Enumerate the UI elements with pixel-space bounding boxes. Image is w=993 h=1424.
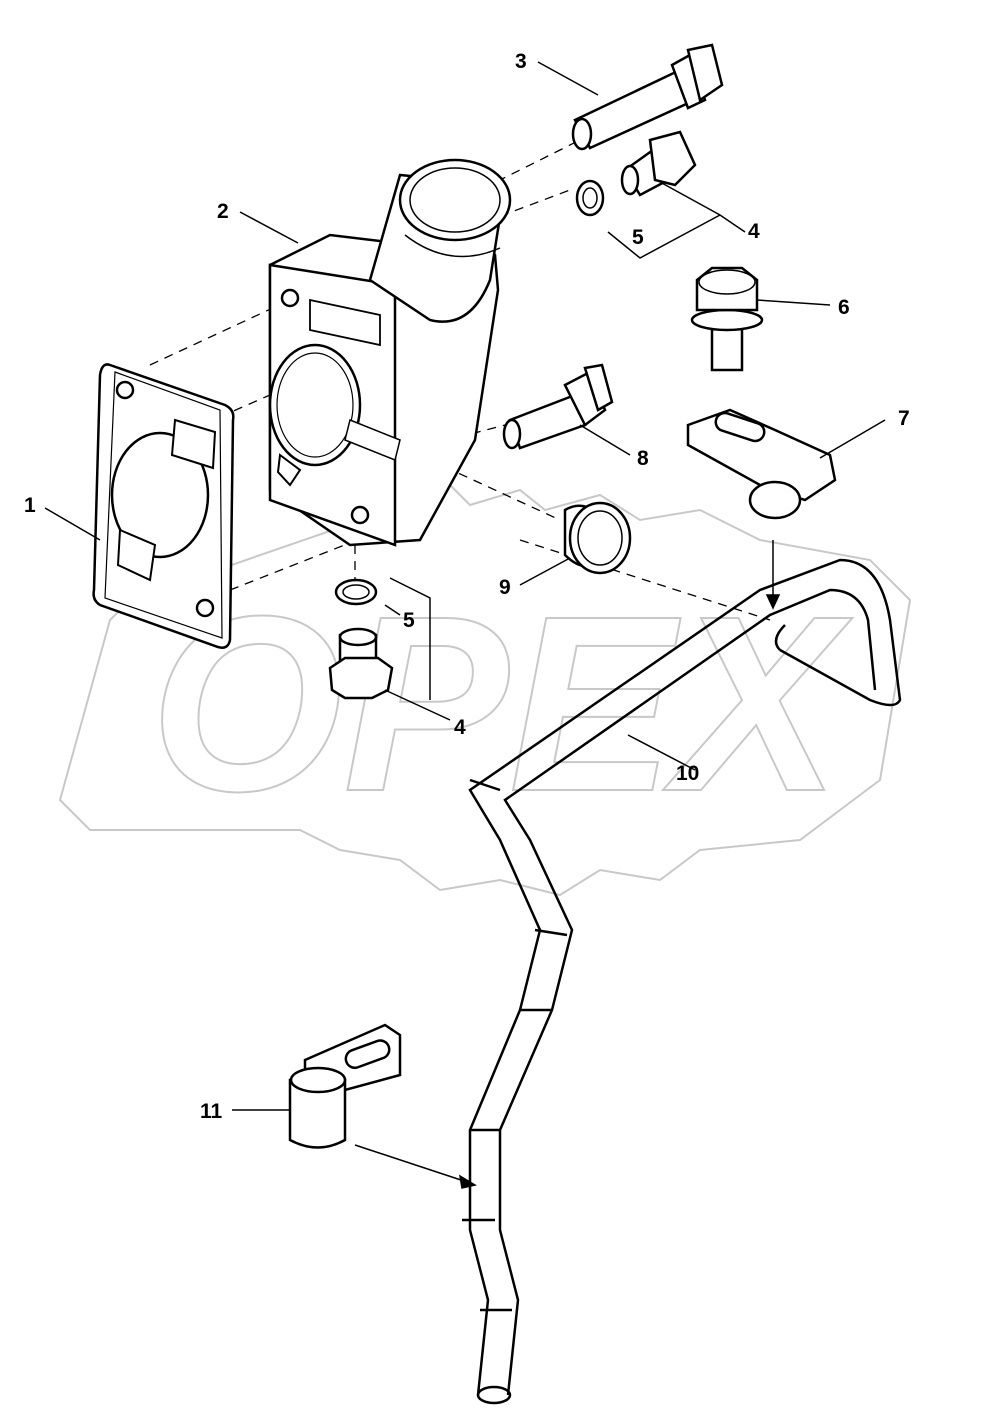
- seal-ring-lower-part: [334, 578, 378, 606]
- callout-1: 1: [24, 494, 36, 517]
- callout-2: 2: [217, 200, 229, 223]
- watermark-text: OPEX: [150, 564, 853, 843]
- seal-ring-upper-part: [575, 179, 605, 217]
- leader-lines: [44, 61, 886, 1111]
- callout-10: 10: [676, 762, 699, 785]
- callouts: 1 2 3 4 5 6 7 8 9 5 4 10 11: [24, 50, 910, 1123]
- callout-4-lower: 4: [454, 716, 466, 739]
- callout-4-upper: 4: [748, 220, 760, 243]
- pipe-arrows: [354, 540, 781, 1189]
- callout-8: 8: [637, 447, 649, 470]
- callout-7: 7: [898, 407, 910, 430]
- callout-5-lower: 5: [403, 609, 415, 632]
- watermark-gear-outline: [58, 478, 912, 897]
- callout-5-upper: 5: [632, 226, 644, 249]
- bushing-part: [563, 501, 632, 575]
- pipe-clip-upper-part: [686, 408, 837, 520]
- bolt-medium-part: [502, 363, 614, 450]
- plug-upper-part: [620, 130, 697, 197]
- thermostat-housing-part: [268, 158, 512, 547]
- pipe-clip-lower-part: [288, 1023, 402, 1149]
- bolt-long-part: [571, 43, 724, 151]
- callout-3: 3: [515, 50, 527, 73]
- gasket-part: [92, 363, 235, 649]
- pipe-part: [462, 558, 902, 1405]
- callout-9: 9: [499, 576, 511, 599]
- callout-6: 6: [838, 296, 850, 319]
- flange-bolt-part: [690, 266, 764, 372]
- plug-lower-part: [328, 627, 394, 700]
- callout-11: 11: [200, 1100, 223, 1123]
